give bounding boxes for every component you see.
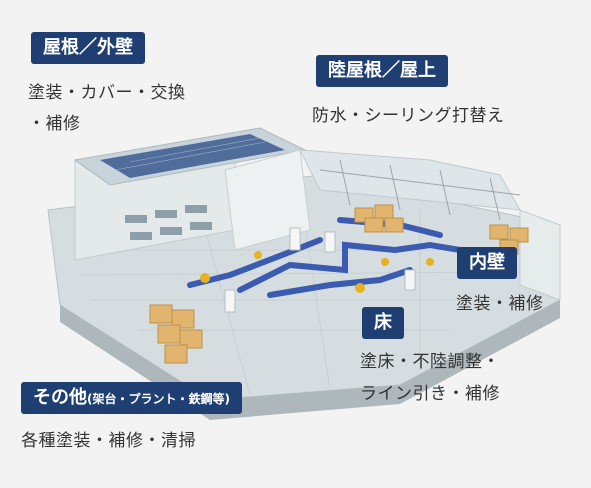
floor-badge: 床 [362, 307, 404, 339]
floor-title: 床 [374, 312, 392, 333]
floor-desc-2: ライン引き・補修 [360, 384, 500, 404]
inner-wall-badge: 内壁 [457, 247, 517, 279]
inner-wall-title: 内壁 [469, 252, 505, 273]
other-badge: その他(架台・プラント・鉄鋼等) [21, 382, 242, 414]
roof-wall-title: 屋根／外壁 [43, 37, 133, 58]
roof-wall-desc-2: ・補修 [28, 114, 81, 134]
roof-wall-badge: 屋根／外壁 [31, 32, 145, 64]
solar-panels [100, 134, 285, 178]
flat-roof-desc: 防水・シーリング打替え [312, 106, 505, 126]
office-desks [125, 205, 212, 240]
solar-panel-lines [114, 137, 266, 171]
roof-trusses [319, 159, 521, 221]
other-title-sub: (架台・プラント・鉄鋼等) [87, 392, 230, 406]
roof-wall-desc-1: 塗装・カバー・交換 [28, 83, 186, 103]
other-desc: 各種塗装・補修・清掃 [21, 431, 196, 451]
robot-arms [200, 251, 434, 293]
flat-roof-badge: 陸屋根／屋上 [316, 55, 448, 87]
right-wall [519, 209, 561, 301]
roof-right-frame [299, 149, 521, 211]
inner-wall-desc: 塗装・補修 [456, 294, 544, 314]
floor-desc-1: 塗床・不陸調整・ [360, 352, 500, 372]
machine-frames [224, 227, 416, 313]
flat-roof-title: 陸屋根／屋上 [328, 60, 436, 81]
office-block [224, 149, 311, 251]
other-title-main: その他 [33, 387, 87, 408]
